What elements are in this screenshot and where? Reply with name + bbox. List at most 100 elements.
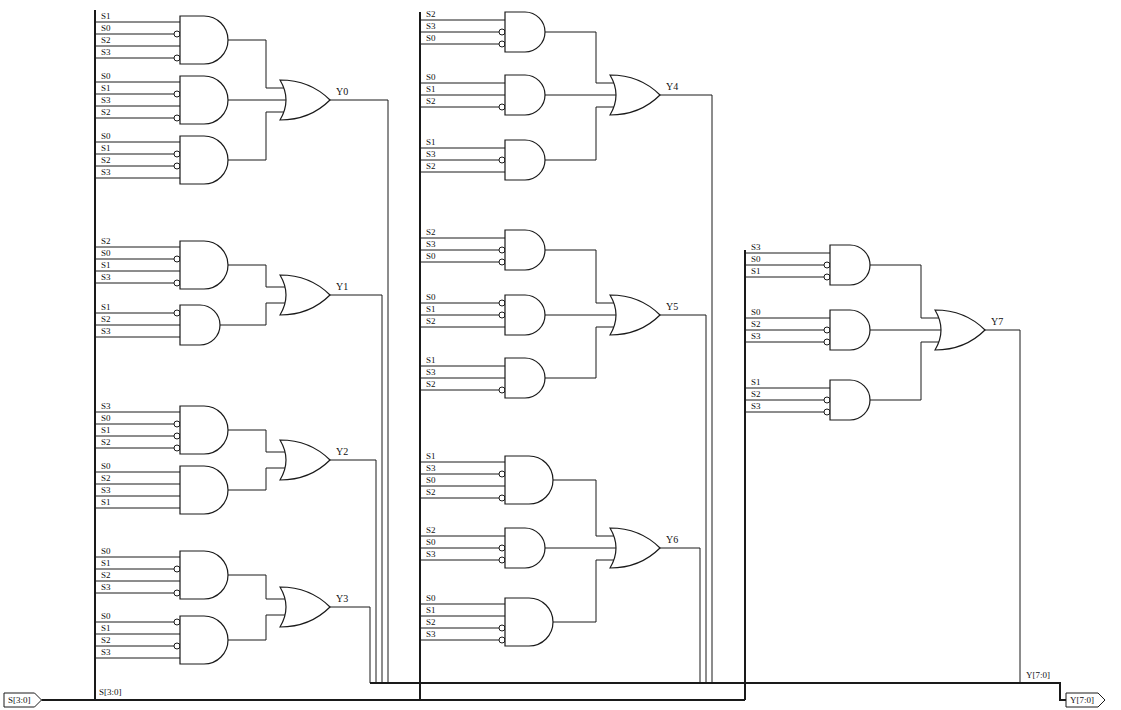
inversion-bubble	[499, 545, 505, 551]
signal-label: S0	[101, 249, 111, 258]
input-wire	[95, 424, 174, 425]
or-gate	[610, 75, 660, 115]
input-wire	[95, 646, 174, 647]
signal-label: S0	[101, 24, 111, 33]
input-wire	[95, 166, 174, 167]
signal-label: S1	[101, 261, 111, 270]
input-wire	[95, 622, 174, 623]
inversion-bubble	[174, 256, 180, 262]
input-wire	[420, 44, 499, 45]
signal-label: S1	[101, 144, 111, 153]
input-wire	[420, 160, 499, 161]
gate-wire	[870, 342, 939, 400]
input-wire	[420, 107, 499, 108]
input-wire	[745, 388, 830, 389]
bus-label: Y[7:0]	[1026, 671, 1050, 680]
signal-label: S1	[426, 606, 436, 615]
signal-label: S0	[101, 72, 111, 81]
input-bus	[419, 12, 421, 700]
gate-wire	[228, 575, 285, 599]
signal-label: S3	[101, 48, 111, 57]
inversion-bubble	[824, 274, 830, 280]
gate-wire	[228, 100, 286, 101]
input-wire	[95, 593, 174, 594]
signal-label: S2	[101, 474, 111, 483]
inversion-bubble	[824, 327, 830, 333]
gate-wire	[228, 468, 285, 490]
signal-label: S3	[426, 550, 436, 559]
or-gate	[610, 295, 660, 335]
input-wire	[95, 82, 180, 83]
and-gate	[830, 380, 870, 420]
and-gate	[180, 406, 228, 454]
signal-label: S2	[101, 636, 111, 645]
input-wire	[95, 472, 180, 473]
gate-wire	[553, 480, 614, 536]
and-gate	[505, 75, 545, 115]
output-bus	[370, 683, 1066, 700]
gate-wire	[228, 112, 284, 160]
and-gate	[505, 456, 553, 504]
gate-wire	[545, 95, 616, 96]
output-wire	[660, 95, 712, 683]
input-wire	[745, 330, 824, 331]
input-wire	[420, 148, 505, 149]
input-wire	[420, 536, 505, 537]
gate-wire	[545, 548, 616, 549]
inversion-bubble	[499, 247, 505, 253]
input-wire	[420, 560, 499, 561]
port-label: S[3:0]	[8, 696, 31, 705]
gate-wire	[545, 32, 614, 83]
signal-label: S3	[751, 402, 761, 411]
output-label: Y3	[336, 594, 348, 604]
inversion-bubble	[824, 262, 830, 268]
input-wire	[95, 412, 180, 413]
input-wire	[420, 366, 505, 367]
signal-label: S2	[101, 571, 111, 580]
signal-label: S2	[751, 320, 761, 329]
input-wire	[420, 378, 505, 379]
output-label: Y6	[666, 535, 678, 545]
input-wire	[95, 634, 180, 635]
inversion-bubble	[174, 163, 180, 169]
inversion-bubble	[174, 31, 180, 37]
and-gate	[505, 528, 545, 568]
input-wire	[95, 448, 174, 449]
output-wire	[330, 100, 388, 683]
input-wire	[745, 253, 830, 254]
port-label: Y[7:0]	[1070, 696, 1094, 705]
input-wire	[420, 172, 505, 173]
signal-label: S2	[101, 108, 111, 117]
port-symbol	[4, 693, 42, 707]
inversion-bubble	[174, 619, 180, 625]
and-gate	[180, 76, 228, 124]
inversion-bubble	[174, 55, 180, 61]
signal-label: S2	[101, 438, 111, 447]
input-wire	[420, 32, 499, 33]
input-wire	[420, 486, 505, 487]
signal-label: S3	[101, 583, 111, 592]
output-label: Y5	[666, 302, 678, 312]
input-wire	[95, 337, 180, 338]
signal-label: S0	[101, 132, 111, 141]
output-wire	[660, 315, 706, 683]
or-gate	[280, 440, 330, 480]
inversion-bubble	[499, 637, 505, 643]
gate-wire	[220, 303, 285, 325]
inversion-bubble	[499, 104, 505, 110]
signal-label: S3	[426, 240, 436, 249]
signal-label: S1	[101, 426, 111, 435]
signal-label: S1	[101, 559, 111, 568]
or-gate	[280, 587, 330, 627]
signal-label: S3	[101, 96, 111, 105]
signal-label: S2	[101, 156, 111, 165]
input-wire	[95, 658, 180, 659]
signal-label: S3	[426, 368, 436, 377]
gate-wire	[545, 107, 614, 160]
and-gate	[180, 136, 228, 184]
input-wire	[420, 640, 499, 641]
signal-label: S0	[101, 462, 111, 471]
inversion-bubble	[824, 339, 830, 345]
signal-label: S1	[101, 498, 111, 507]
